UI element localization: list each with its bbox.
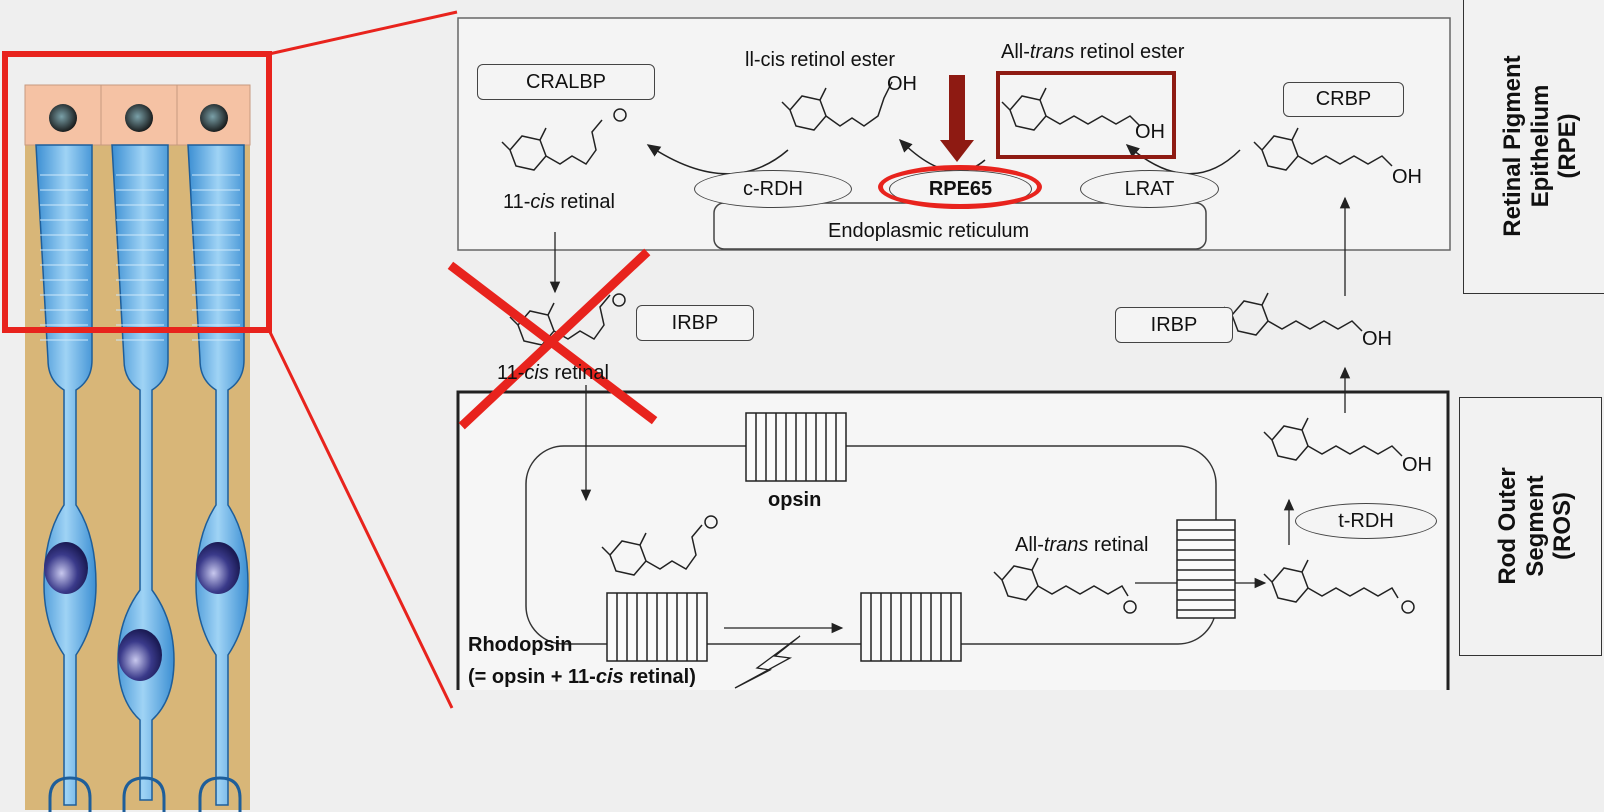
metarhodopsin-protein — [860, 592, 962, 662]
zoom-highlight-box — [2, 51, 272, 333]
oh-label-irbp-retinol: OH — [1362, 328, 1392, 350]
irbp-label-right: IRBP — [1150, 313, 1198, 336]
irbp-label-left: IRBP — [671, 311, 719, 334]
irbp-box-left: IRBP — [636, 305, 754, 341]
opsin-protein — [745, 412, 847, 482]
cis-retinal-label-irbp: 11-cis retinal — [497, 362, 609, 384]
crbp-label: CRBP — [1315, 88, 1372, 110]
rpe65-target-arrow — [940, 75, 974, 162]
zoom-line-top — [268, 10, 458, 56]
zoom-line-bottom — [267, 329, 454, 709]
synaptic-terminals — [48, 776, 242, 812]
cis-retinal-label-rpe: 11-cis retinal — [503, 191, 615, 213]
trdh-enzyme: t-RDH — [1295, 503, 1437, 539]
all-trans-retinal-label: All-trans retinal — [1015, 534, 1149, 556]
rpe65-highlight-ring — [878, 165, 1042, 209]
rpe-cells — [24, 84, 251, 146]
transporter-protein — [1176, 519, 1236, 619]
all-trans-retinol-ester-label: All-trans retinol ester — [1001, 41, 1185, 63]
rhodopsin-protein — [606, 592, 708, 662]
lrat-enzyme: LRAT — [1080, 170, 1219, 208]
oh-label-ros-retinol: OH — [1402, 454, 1432, 476]
ros-side-label: Rod Outer Segment (ROS) — [1494, 467, 1577, 585]
crbp-box: CRBP — [1283, 82, 1404, 117]
rhodopsin-definition: (= opsin + 11-cis retinal) — [468, 666, 696, 688]
trdh-label: t-RDH — [1338, 509, 1394, 532]
ester-highlight-box — [996, 71, 1176, 159]
crdh-enzyme: c-RDH — [694, 170, 852, 208]
oh-label-rpe-retinol: OH — [1392, 166, 1422, 188]
ros-side-box — [1459, 397, 1602, 656]
cralbp-box: CRALBP — [477, 64, 655, 100]
rpe-side-box — [1463, 0, 1604, 294]
light-bolt-icon — [734, 635, 801, 689]
opsin-label: opsin — [768, 489, 822, 511]
oh-label-ester-cis: OH — [887, 73, 917, 95]
crdh-label: c-RDH — [743, 177, 803, 200]
nuclei — [44, 542, 240, 681]
irbp-box-right: IRBP — [1115, 307, 1233, 343]
disk-stripes — [40, 174, 240, 341]
er-label: Endoplasmic reticulum — [828, 220, 1030, 242]
cralbp-label: CRALBP — [525, 70, 607, 93]
blocked-transfer-x — [447, 248, 658, 430]
oh-label-ester-trans: OH — [1135, 121, 1165, 143]
cis-retinol-ester-label: ll-cis retinol ester — [745, 49, 896, 71]
retinoid-structures — [501, 81, 1415, 614]
lrat-label: LRAT — [1124, 177, 1175, 200]
rhodopsin-label: Rhodopsin — [468, 634, 573, 656]
rpe-side-label: Retinal Pigment Epithelium (RPE) — [1499, 55, 1582, 237]
